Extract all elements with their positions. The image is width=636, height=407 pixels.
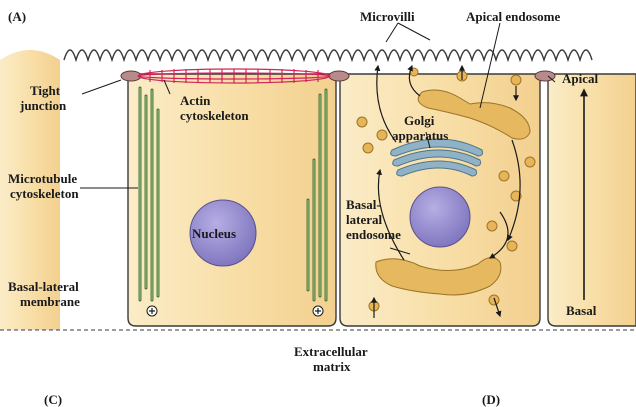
- actin-cytoskeleton: [137, 68, 331, 84]
- left-cell-body: [127, 73, 337, 327]
- actin-label-line1: Actin: [180, 93, 211, 108]
- basal-lateral-membrane-label-line2: membrane: [20, 294, 80, 309]
- actin-label-line2: cytoskeleton: [180, 108, 249, 123]
- tight-junction-label-line1: Tight: [30, 83, 61, 98]
- extracellular-label-line2: matrix: [313, 359, 351, 374]
- basal-lateral-endosome-label-line3: endosome: [346, 227, 401, 242]
- plus-end-marker-right: [312, 305, 324, 317]
- vesicles: [356, 67, 536, 312]
- tight-junction-middle: [328, 70, 350, 82]
- microvilli-border: [63, 49, 593, 63]
- panel-c-partial-label: (C): [44, 392, 63, 407]
- far-right-cell-body: [547, 73, 636, 327]
- nucleus-label: Nucleus: [192, 226, 237, 241]
- tight-junction-right: [534, 70, 556, 82]
- leader-lines: [80, 22, 556, 255]
- basal-label: Basal: [566, 303, 597, 318]
- apical-label: Apical: [562, 71, 599, 86]
- golgi-apparatus: [390, 138, 483, 177]
- microvilli-label: Microvilli: [360, 9, 415, 24]
- golgi-label-line1: Golgi: [404, 113, 435, 128]
- microtubules-right-highlight: [307, 90, 327, 300]
- tight-junction-label-line2: junction: [20, 98, 67, 113]
- nucleus-right: [409, 186, 471, 248]
- basal-lateral-endosome-label-line1: Basal-: [346, 197, 381, 212]
- basal-lateral-endosome-label-line2: lateral: [346, 212, 383, 227]
- tight-junction-left: [120, 70, 142, 82]
- microtubule-label-line2: cytoskeleton: [10, 186, 79, 201]
- basal-lateral-endosome: [375, 257, 502, 296]
- panel-d-partial-label: (D): [482, 392, 501, 407]
- basal-lateral-membrane-label-line1: Basal-lateral: [8, 279, 79, 294]
- nucleus-left: [189, 199, 257, 267]
- apical-endosome-label: Apical endosome: [466, 9, 561, 24]
- microtubule-label-line1: Microtubule: [8, 171, 78, 186]
- golgi-label-line2: apparatus: [392, 128, 449, 143]
- plus-end-marker-left: [146, 305, 158, 317]
- microtubules-left-highlight: [139, 88, 159, 300]
- panel-label: (A): [8, 9, 27, 24]
- extracellular-label-line1: Extracellular: [294, 344, 368, 359]
- left-partial-cell: [0, 50, 60, 330]
- apical-endosome: [417, 89, 531, 140]
